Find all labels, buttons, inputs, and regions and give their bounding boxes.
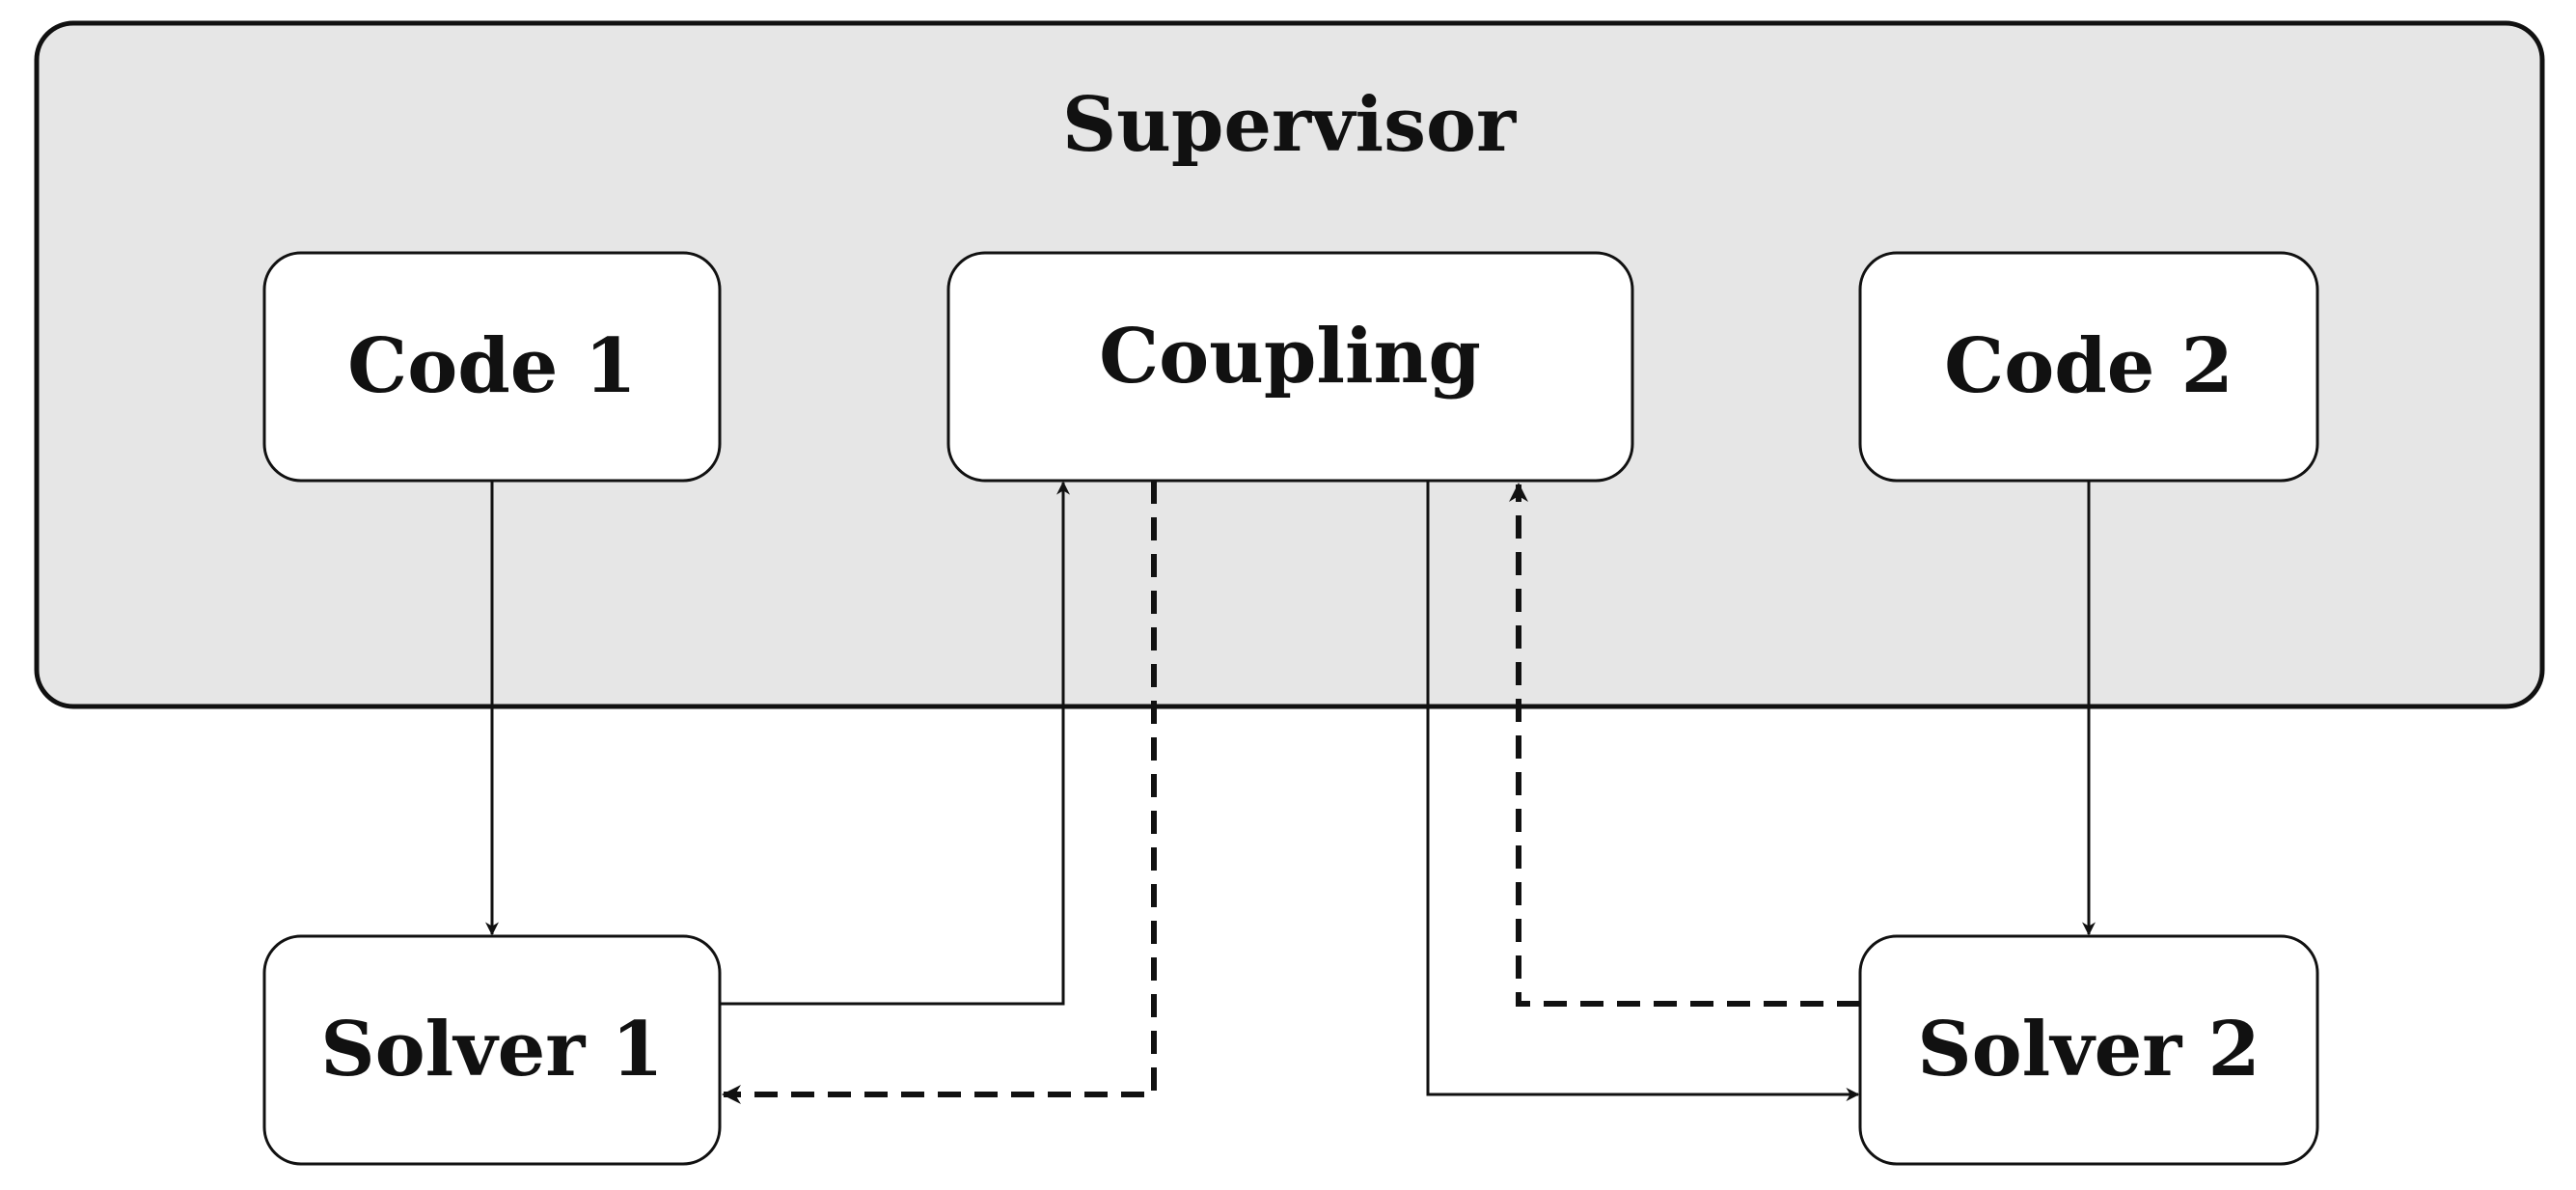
- solver1-label: Solver 1: [320, 1006, 663, 1093]
- solver2-label: Solver 2: [1917, 1006, 2260, 1093]
- edge-solver2-to-coupling: [1509, 483, 1860, 1007]
- edge-solver1-to-coupling: [720, 481, 1070, 1006]
- edge-coupling-to-solver1: [722, 481, 1157, 1104]
- coupling-label: Coupling: [1099, 313, 1481, 401]
- supervisor-label: Supervisor: [1062, 81, 1517, 169]
- code2-node: Code 2: [1858, 251, 2319, 483]
- solver1-node: Solver 1: [262, 934, 722, 1166]
- solver2-node: Solver 2: [1858, 934, 2319, 1166]
- edge-coupling-to-solver2: [1426, 481, 1860, 1101]
- coupling-node: Coupling: [946, 251, 1634, 483]
- code1-label: Code 1: [347, 322, 637, 410]
- code1-node: Code 1: [262, 251, 722, 483]
- code2-label: Code 2: [1944, 322, 2233, 410]
